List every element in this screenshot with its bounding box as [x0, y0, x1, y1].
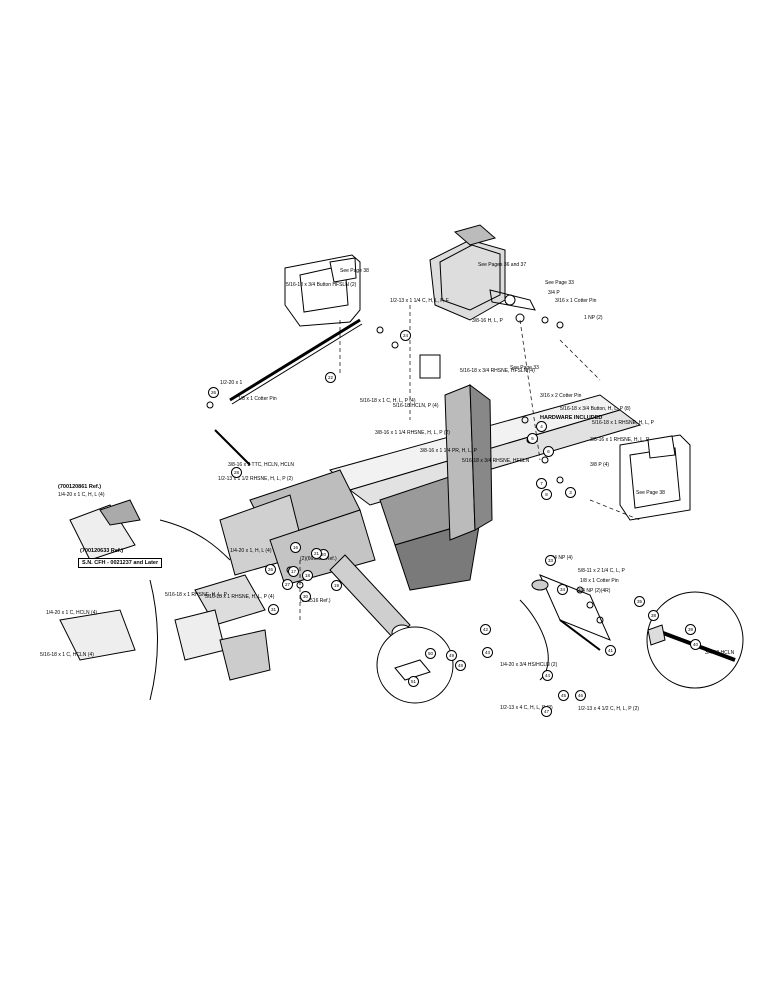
label-bolt-58-11-214: 5/8-11 x 2 1/4 C, L, P	[578, 568, 625, 574]
label-cotter-18-1-b: 1/8 x 1 Cotter Pin	[580, 578, 619, 584]
part-callout: 24	[400, 330, 411, 341]
part-callout: 22	[325, 372, 336, 383]
serial-number-box: S.N. CFH - 0021237 and Later	[78, 558, 163, 568]
label-bolt-516-18-34: 5/16-18 x 3/4 RHSNE, HFSLN	[462, 458, 530, 464]
label-see-page-33-mid: See Page 33	[510, 365, 539, 371]
upper-shield	[284, 254, 361, 327]
part-callout: 4	[536, 421, 547, 432]
label-cotter-316-2: 3/16 x 2 Cotter Pin	[540, 393, 582, 399]
right-shield	[619, 434, 691, 521]
label-bolt-14-20-1-hcln: 1/4-20 x 1, H, L (4)	[230, 548, 272, 554]
part-callout: 30	[300, 591, 311, 602]
label-p-38: 3/8 P (4)	[590, 462, 610, 468]
part-callout: 31	[268, 604, 279, 615]
label-bolt-38-16-114-pr: 3/8-16 x 1 1/4 PR, H, L, P	[420, 448, 477, 454]
label-ref-665516: (665516 Ref.)	[300, 598, 331, 604]
part-callout: 45	[558, 690, 569, 701]
label-see-page-36-37: See Pages 36 and 37	[478, 262, 527, 268]
label-ref-700120861: (700120861 Ref.)	[58, 484, 102, 490]
label-p-34: 3/4 P	[548, 290, 560, 296]
part-callout: 34	[557, 584, 568, 595]
main-frame	[219, 394, 642, 591]
label-bolt-516-34-top: 5/16-18 x 3/4 Button HFSLN (2)	[286, 282, 357, 288]
label-bolt-516-34-rhsne: 5/16-18 x 3/4 RHSNE, HFSLN (4)	[460, 368, 535, 374]
part-callout: 28	[231, 467, 242, 478]
label-bolt-516-1: 5/16-18 x 1 C, H, L, P (4)	[360, 398, 416, 404]
label-bolt-14-20-1: 1/4-20 x 1 C, H, L (4)	[58, 492, 105, 498]
part-callout: 49	[446, 650, 457, 661]
part-callout: 50	[425, 648, 436, 659]
label-bolt-38-16-2-ttc: 3/8-16 x 2 TTC, HCLN, HCLN	[228, 462, 295, 468]
label-hardware-included: HARDWARE INCLUDED	[540, 415, 603, 421]
label-bolt-14-20-1-c-hcln: 1/4-20 x 1 C, HCLN (4)	[46, 610, 98, 616]
label-bolt-12-13-4: 1/2-13 x 4 C, H, L, P (2)	[500, 705, 553, 711]
label-np-34-b: 3/4 NP (2)(4R)	[578, 588, 611, 594]
label-hcln-516-18-1: 5/16-18 HCLN, P (4)	[393, 403, 439, 409]
part-callout: 19	[331, 580, 342, 591]
part-callout: 40	[690, 639, 701, 650]
label-bolt-38-16-114-rhsne: 3/8-16 x 1 1/4 RHSNE, H, L, P (2)	[375, 430, 450, 436]
part-callout: 47	[541, 706, 552, 717]
part-callout: 42	[480, 624, 491, 635]
gearbox	[429, 224, 536, 321]
part-callout: 5	[527, 433, 538, 444]
label-ref-700120633: (700120633 Ref.)	[80, 548, 124, 554]
label-see-page-33-top: See Page 33	[545, 280, 574, 286]
label-bolt-38-16-1-rhsne: 3/8-16 x 1 RHSNE, H, L, P	[590, 437, 650, 443]
label-bolt-12-13-114: 1/2-13 x 1 1/4 C, H, L, P, F	[390, 298, 449, 304]
part-callout: 17	[288, 566, 299, 577]
part-callout: 39	[685, 624, 696, 635]
label-bolt-38-16: 3/8-16 H, L, P	[472, 318, 503, 324]
part-callout: 6	[543, 446, 554, 457]
guide-lines	[299, 305, 641, 620]
part-callout: 21	[311, 548, 322, 559]
label-cotter-316-1: 3/16 x 1 Cotter Pin	[555, 298, 597, 304]
upright-post	[444, 383, 493, 541]
part-callout: 33	[545, 555, 556, 566]
part-callout: 7	[536, 478, 547, 489]
label-bolt-14-20-34: 1/4-20 x 3/4 HS/HCLN (2)	[500, 662, 558, 668]
part-callout: 16	[290, 542, 301, 553]
label-bolt-12-13-412: 1/2-13 x 4 1/2 C, H, L, P (2)	[578, 706, 640, 712]
label-ref-665524: (2)(665524 Ref.)	[300, 556, 337, 562]
label-cotter-18-1: 1/8 x 1 Cotter Pin	[238, 396, 277, 402]
part-callout: 18	[302, 570, 313, 581]
part-callout: 43	[482, 647, 493, 658]
drive-rod	[229, 318, 363, 405]
detail-circle-center	[376, 626, 454, 704]
label-bolt-516-34-button: 5/16-18 x 3/4 Button, H, L, P (8)	[560, 406, 631, 412]
label-np-1: 1 NP (2)	[584, 315, 603, 321]
part-callout: 38	[648, 610, 659, 621]
part-callout: 41	[605, 645, 616, 656]
label-bolt-516-18-1-rhsne-b: 5/16-18 x 1 RHSNE, H, L, P (4)	[205, 594, 275, 600]
part-callout: 46	[575, 690, 586, 701]
label-bolt-516-18-1-c: 5/16-18 x 1 C, HCLN (4)	[40, 652, 94, 658]
label-bolt-12-13-112: 1/2-13 x 1 1/2 RHSNE, H, L, P (2)	[218, 476, 293, 482]
label-hcln-34-10: 3/4-10 HCLN	[705, 650, 735, 656]
label-bolt-516-1-rhsne: 5/16-18 x 1 RHSNE, H, L, P	[592, 420, 654, 426]
part-callout: 44	[542, 670, 553, 681]
label-half-20-x1: 1/2-20 x 1	[220, 380, 243, 386]
part-callout: 27	[282, 579, 293, 590]
lower-axle	[329, 554, 413, 642]
part-callout: 3	[565, 487, 576, 498]
label-bolt-516-18-1-rhsne-a: 5/16-18 x 1 RHSNE, H, L, P	[165, 592, 227, 598]
label-see-page-38-top: See Page 38	[340, 268, 369, 274]
lower-brackets	[174, 574, 271, 681]
part-callout: 26	[265, 564, 276, 575]
label-np-34: 3/4 NP (4)	[550, 555, 573, 561]
part-callout: 26	[208, 387, 219, 398]
part-callout: 48	[455, 660, 466, 671]
label-see-page-38-right: See Page 38	[636, 490, 665, 496]
part-callout: 8	[541, 489, 552, 500]
part-callout: 35	[634, 596, 645, 607]
left-detail	[59, 499, 231, 701]
part-callout: 51	[408, 676, 419, 687]
